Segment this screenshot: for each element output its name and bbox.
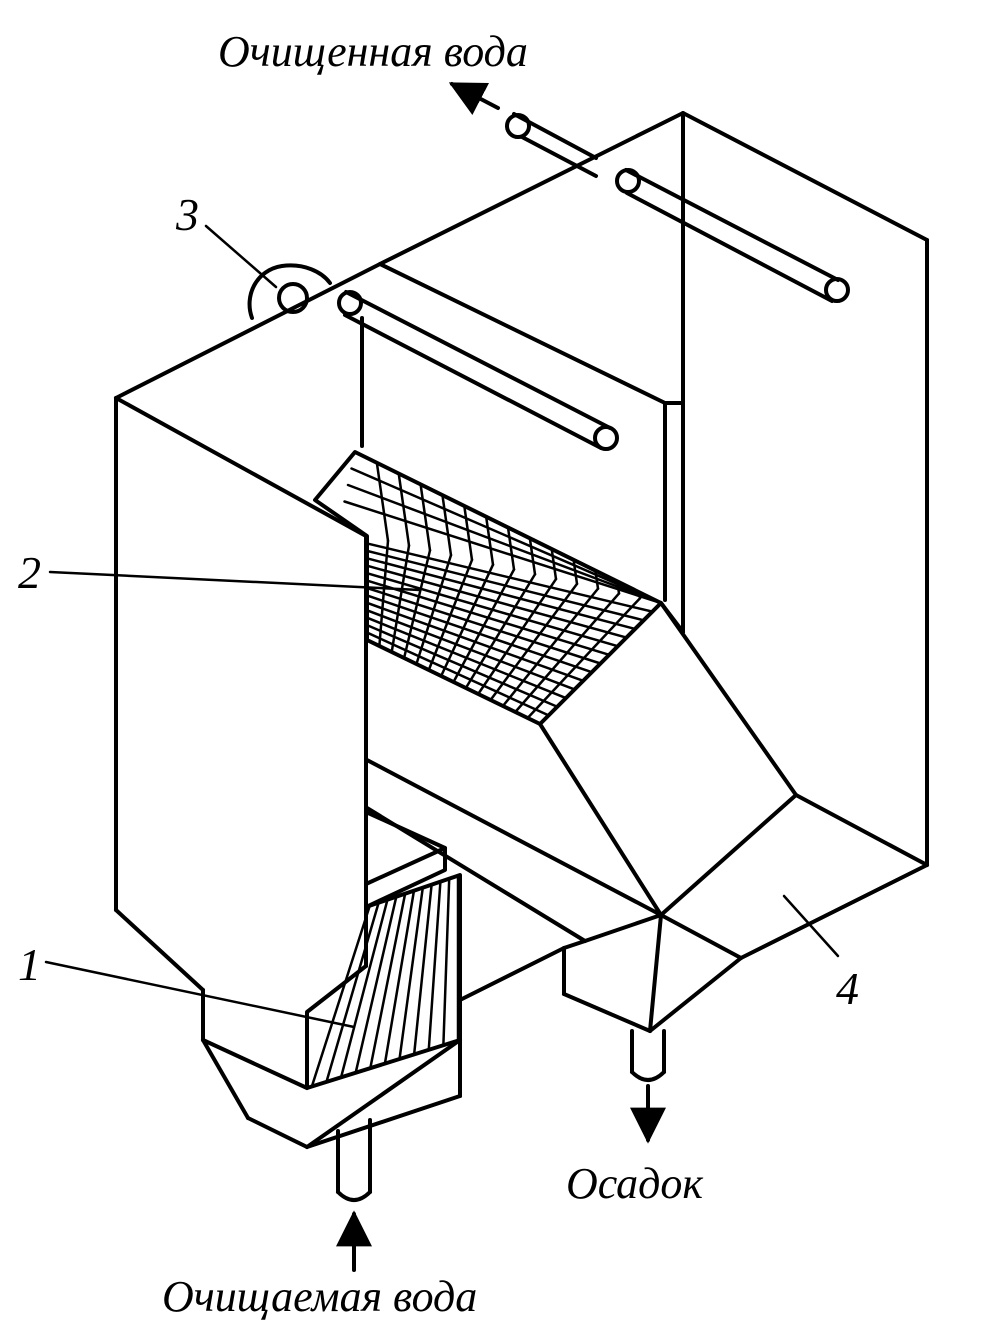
distributor-rib <box>369 892 407 1069</box>
callout-3: 3 <box>176 189 199 240</box>
distributor-rib <box>325 900 381 1083</box>
mesh-line <box>550 547 558 581</box>
mesh-line <box>365 623 559 708</box>
distributor-rib <box>442 877 451 1046</box>
tank-left-front-face <box>114 396 368 1149</box>
mesh-line <box>484 515 495 566</box>
leader-1 <box>44 960 356 1029</box>
mesh-line <box>528 537 537 576</box>
distributor-rib <box>398 886 425 1060</box>
outlet-label: Очищенная вода <box>218 27 528 76</box>
tank-right-side <box>663 111 929 867</box>
leader-3 <box>204 224 278 289</box>
mesh-line <box>375 461 390 543</box>
mesh-line <box>365 579 611 657</box>
mesh-line <box>365 571 620 648</box>
mesh-line <box>441 493 453 557</box>
mesh-line <box>419 483 432 552</box>
mesh-line <box>365 594 594 674</box>
distributor-rib <box>427 880 442 1051</box>
callout-2: 2 <box>18 547 41 598</box>
mesh-line <box>463 504 474 562</box>
mesh-line <box>365 616 568 700</box>
collector-ring <box>247 263 332 320</box>
leader-2 <box>48 570 422 592</box>
distributor-rib <box>412 883 433 1056</box>
mesh-line <box>506 526 516 571</box>
overflow-pipe-middle <box>337 290 619 451</box>
mesh-line <box>346 483 663 605</box>
distributor-rib <box>383 889 416 1065</box>
inlet-pipe <box>336 1118 372 1202</box>
mesh-line <box>365 609 576 691</box>
distributor-rib <box>339 897 389 1079</box>
callout-1: 1 <box>18 939 41 990</box>
mesh-line <box>343 500 663 605</box>
mesh-line <box>365 631 550 717</box>
tank-top-outline <box>114 111 929 538</box>
mesh-line <box>365 586 602 665</box>
mesh-line <box>365 601 585 683</box>
outlet-arrow <box>448 82 500 115</box>
mesh-line <box>365 557 637 631</box>
mesh-line <box>365 542 654 613</box>
mesh-line <box>365 564 628 639</box>
inlet-distributor <box>305 810 566 1149</box>
distributor-rib <box>354 895 398 1074</box>
sediment-pipe <box>630 1029 666 1082</box>
callout-4: 4 <box>836 963 859 1014</box>
mesh-line <box>365 549 645 622</box>
mesh-line <box>397 472 411 547</box>
leader-4 <box>782 894 840 958</box>
overflow-pipe-right <box>615 168 850 303</box>
outlet-pipe-back <box>505 112 598 178</box>
mesh-line <box>350 467 663 605</box>
sediment-label: Осадок <box>566 1159 704 1208</box>
inlet-label: Очищаемая вода <box>162 1272 478 1321</box>
distributor-rib <box>310 903 372 1088</box>
